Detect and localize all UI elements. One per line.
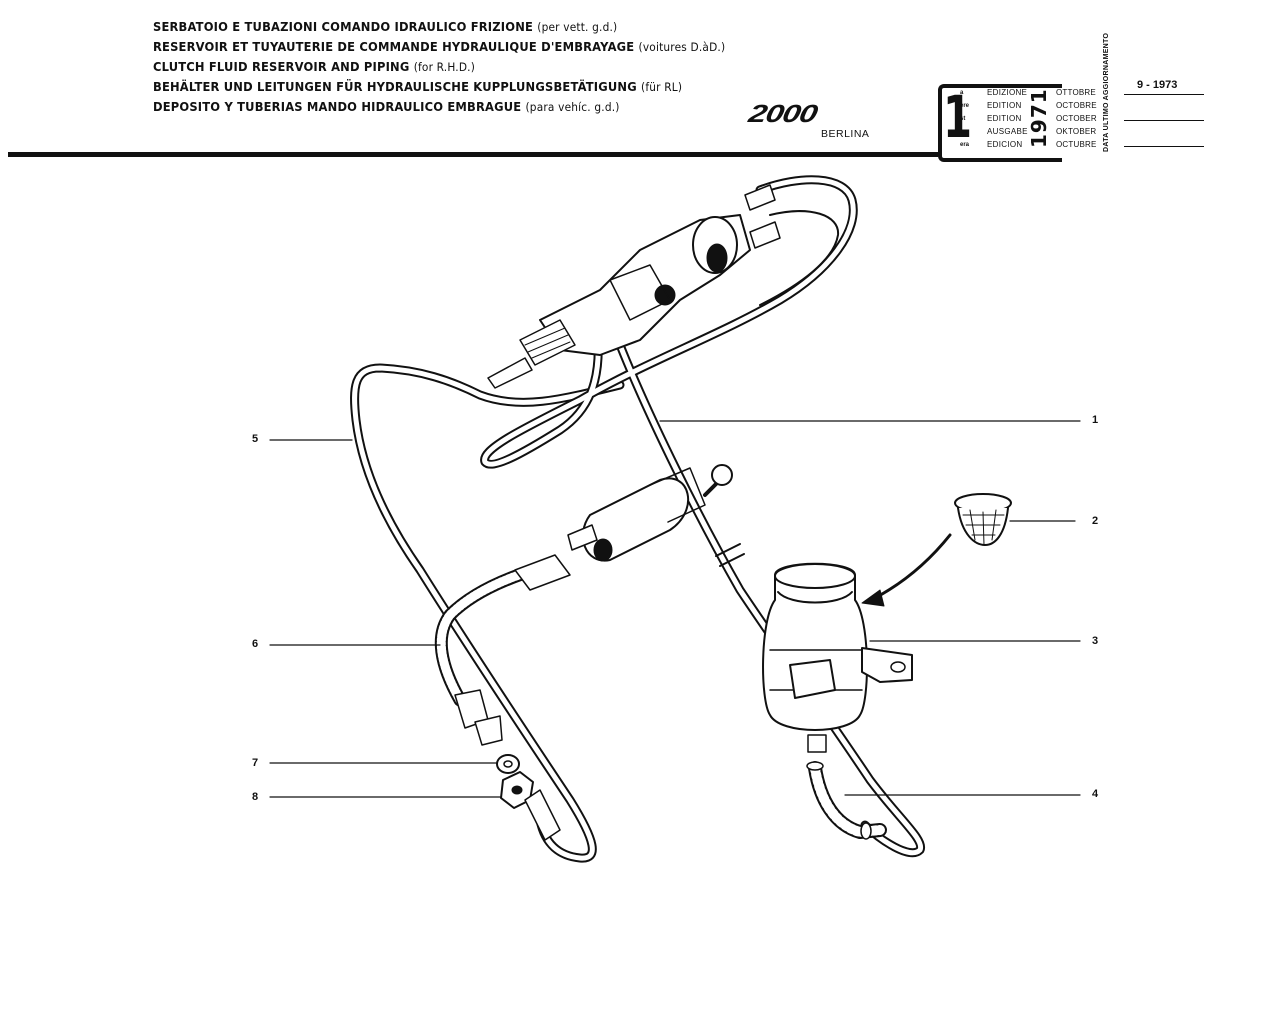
edition-number: 1 <box>943 83 973 151</box>
edition-word: EDITION <box>987 114 1022 123</box>
last-update-date: 9 - 1973 <box>1137 79 1178 91</box>
callout-7: 7 <box>252 757 259 769</box>
edition-sup: . <box>960 129 962 135</box>
edition-word: EDIZIONE <box>987 88 1028 97</box>
callout-3: 3 <box>1092 635 1099 647</box>
update-line <box>1124 94 1204 95</box>
edition-month: OCTOBER <box>1056 114 1097 123</box>
edition-word: EDITION <box>987 101 1022 110</box>
title-spanish: DEPOSITO Y TUBERIAS MANDO HIDRAULICO EMB… <box>153 99 620 114</box>
nut-8 <box>500 771 561 841</box>
leader-lines <box>269 420 1081 798</box>
edition-month: OCTOBRE <box>1056 101 1097 110</box>
title-french: RESERVOIR ET TUYAUTERIE DE COMMANDE HYDR… <box>153 39 726 54</box>
callout-8: 8 <box>252 791 259 803</box>
header-rule <box>8 152 938 157</box>
update-line <box>1124 120 1204 121</box>
callout-5: 5 <box>252 433 259 445</box>
union-fitting <box>567 464 733 562</box>
filter-2 <box>954 493 1012 546</box>
edition-word: AUSGABE <box>987 127 1028 136</box>
callout-6: 6 <box>252 638 259 650</box>
edition-month: OCTUBRE <box>1056 140 1097 149</box>
edition-word: EDICION <box>987 140 1023 149</box>
pipe-1 <box>480 175 926 858</box>
assembly-arrow <box>861 533 952 607</box>
edition-sup: a <box>960 90 964 96</box>
title-english: CLUTCH FLUID RESERVOIR AND PIPING (for R… <box>153 59 476 74</box>
edition-sup: st <box>960 116 966 122</box>
edition-sup: ère <box>960 103 970 109</box>
title-german: BEHÄLTER UND LEITUNGEN FÜR HYDRAULISCHE … <box>153 79 683 94</box>
title-italian: SERBATOIO E TUBAZIONI COMANDO IDRAULICO … <box>153 19 618 34</box>
title-block: SERBATOIO E TUBAZIONI COMANDO IDRAULICO … <box>153 17 775 117</box>
edition-box <box>938 84 1062 162</box>
edition-month: OTTOBRE <box>1056 88 1096 97</box>
callout-4: 4 <box>1092 788 1099 800</box>
reservoir-3 <box>762 562 913 753</box>
edition-month: OKTOBER <box>1056 127 1097 136</box>
update-line <box>1124 146 1204 147</box>
master-cylinder <box>487 184 781 389</box>
pipe-5 <box>350 363 625 863</box>
hose-4 <box>806 761 887 840</box>
hose-6 <box>434 554 571 746</box>
edition-sup: era <box>960 142 970 148</box>
callout-1: 1 <box>1092 414 1099 426</box>
model-name: BERLINA <box>821 128 870 140</box>
washer-7 <box>496 754 520 774</box>
callout-2: 2 <box>1092 515 1099 527</box>
